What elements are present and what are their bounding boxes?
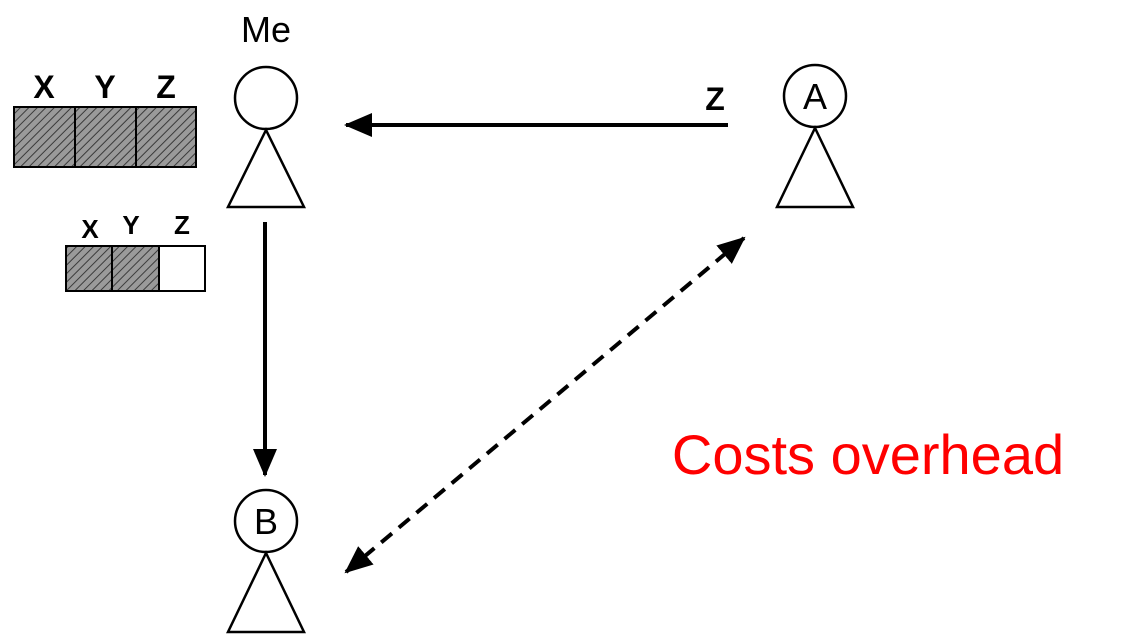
node-a-label: A: [803, 76, 827, 117]
block-small-label-y: Y: [122, 210, 139, 240]
block-large-x: [13, 106, 76, 168]
blocks-small: X Y Z: [65, 210, 206, 292]
block-large-z: [135, 106, 197, 168]
node-b-label: B: [254, 501, 278, 542]
node-a-triangle: [775, 125, 855, 209]
block-large-y: [74, 106, 137, 168]
block-small-z-empty: [158, 245, 206, 292]
node-b-triangle: [226, 550, 306, 634]
node-b: B: [226, 488, 306, 634]
block-large-label-y: Y: [94, 69, 115, 105]
node-me-circle: [233, 65, 299, 131]
node-me: Me: [225, 9, 307, 209]
node-a: A: [775, 63, 855, 209]
overhead-label: Costs overhead: [672, 423, 1064, 486]
node-me-label: Me: [241, 9, 291, 50]
block-small-label-z: Z: [174, 210, 190, 240]
arrow-a-to-me-label: Z: [705, 81, 725, 117]
blocks-large: X Y Z: [13, 69, 197, 168]
node-me-triangle: [225, 127, 307, 209]
arrow-a-to-me: Z: [344, 81, 728, 137]
block-small-label-x: X: [81, 214, 99, 244]
block-small-x: [65, 245, 113, 292]
block-large-label-x: X: [33, 69, 55, 105]
block-large-label-z: Z: [156, 69, 176, 105]
block-small-y: [111, 245, 160, 292]
arrow-b-a-dashed: [344, 236, 746, 574]
